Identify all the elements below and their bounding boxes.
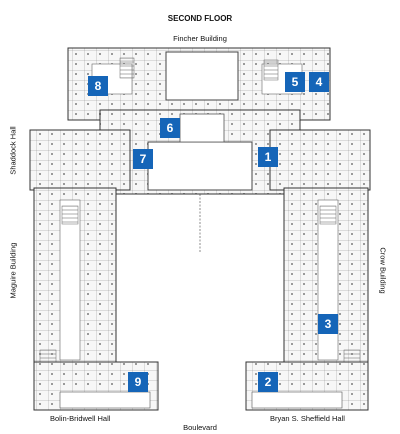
marker-3[interactable]: 3 (318, 314, 338, 334)
marker-5[interactable]: 5 (285, 72, 305, 92)
label-shaddock-hall: Shaddock Hall (8, 126, 18, 175)
label-bolin-bridwell-hall: Bolin-Bridwell Hall (50, 414, 111, 423)
marker-7[interactable]: 7 (133, 149, 153, 169)
marker-9[interactable]: 9 (128, 372, 148, 392)
marker-1[interactable]: 1 (258, 147, 278, 167)
marker-8[interactable]: 8 (88, 76, 108, 96)
label-fincher-building: Fincher Building (173, 34, 227, 43)
marker-4[interactable]: 4 (309, 72, 329, 92)
label-bryan-sheffield-hall: Bryan S. Sheffield Hall (270, 414, 345, 423)
marker-2[interactable]: 2 (258, 372, 278, 392)
label-maguire-building: Maguire Building (8, 242, 18, 299)
label-crow-building: Crow Building (378, 247, 388, 294)
marker-6[interactable]: 6 (160, 118, 180, 138)
map-title: SECOND FLOOR (167, 14, 233, 23)
west-wing (29, 129, 131, 371)
east-wing (269, 129, 371, 371)
label-boulevard: Boulevard (183, 423, 217, 432)
central-block (99, 109, 301, 252)
